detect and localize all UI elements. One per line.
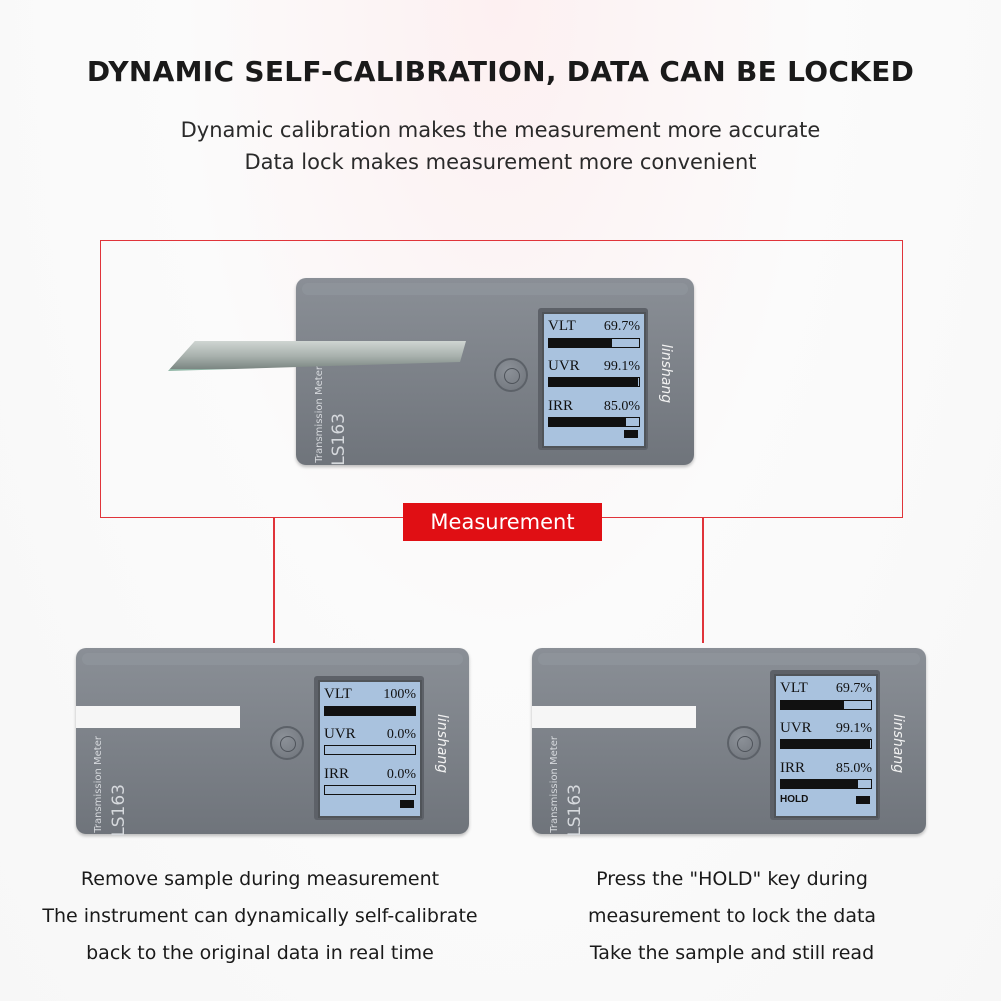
caption-left-line-2: The instrument can dynamically self-cali… (42, 905, 478, 927)
lcd-value-irr: 85.0% (603, 399, 640, 414)
device-type-label: Transmission Meter (93, 736, 104, 833)
lcd-label-uvr: UVR (780, 720, 812, 736)
lcd-bar-uvr (548, 377, 640, 387)
lcd-screen-right: VLT 69.7% UVR 99.1% IRR 85.0% HOLD (774, 674, 878, 818)
lcd-label-irr: IRR (780, 760, 806, 776)
device-type-label: Transmission Meter (549, 736, 560, 833)
battery-icon (400, 800, 414, 808)
caption-right: Press the "HOLD" key during measurement … (482, 861, 982, 972)
lcd-label-uvr: UVR (324, 726, 356, 742)
battery-icon (856, 796, 870, 804)
lcd-value-vlt: 100% (383, 687, 416, 702)
brand-logo: linshang (434, 714, 450, 774)
lcd-bar-irr (780, 779, 872, 789)
subtitle-line-2: Data lock makes measurement more conveni… (244, 150, 757, 174)
measurement-badge: Measurement (403, 503, 602, 541)
caption-right-line-2: measurement to lock the data (587, 905, 877, 927)
lcd-value-irr: 0.0% (386, 767, 416, 782)
brand-logo: linshang (890, 714, 906, 774)
lcd-label-vlt: VLT (548, 318, 576, 334)
sample-slot (532, 706, 696, 728)
caption-left-line-3: back to the original data in real time (86, 942, 434, 964)
lcd-label-vlt: VLT (324, 686, 352, 702)
lcd-bar-irr (548, 417, 640, 427)
device-model-label: LS163 (329, 413, 349, 466)
device-edge (82, 653, 463, 665)
lcd-value-vlt: 69.7% (835, 681, 872, 696)
lcd-bar-irr (324, 785, 416, 795)
lcd-value-irr: 85.0% (835, 761, 872, 776)
connector-right (702, 518, 704, 643)
hold-key-button[interactable] (727, 726, 761, 760)
lcd-bar-vlt (324, 706, 416, 716)
lcd-bar-uvr (780, 739, 872, 749)
lcd-label-irr: IRR (324, 766, 350, 782)
device-edge (538, 653, 920, 665)
caption-left-line-1: Remove sample during measurement (80, 868, 440, 890)
brand-logo: linshang (658, 344, 674, 404)
lcd-label-uvr: UVR (548, 358, 580, 374)
device-edge (302, 283, 688, 295)
glass-sample (168, 341, 466, 371)
device-type-label: Transmission Meter (314, 366, 325, 463)
device-right: LS163 Transmission Meter VLT 69.7% UVR 9… (532, 648, 926, 837)
caption-left: Remove sample during measurement The ins… (10, 861, 510, 972)
lcd-value-uvr: 99.1% (603, 359, 640, 374)
lcd-bar-uvr (324, 745, 416, 755)
page-title: DYNAMIC SELF-CALIBRATION, DATA CAN BE LO… (86, 55, 915, 88)
lcd-screen-top: VLT 69.7% UVR 99.1% IRR 85.0% (542, 312, 646, 448)
hold-key-button[interactable] (270, 726, 304, 760)
lcd-bar-vlt (780, 700, 872, 710)
device-top: LS163 Transmission Meter VLT 69.7% UVR 9… (296, 278, 694, 466)
device-left: LS163 Transmission Meter VLT 100% UVR 0.… (76, 648, 469, 837)
lcd-screen-left: VLT 100% UVR 0.0% IRR 0.0% (318, 680, 422, 818)
lcd-bar-vlt (548, 338, 640, 348)
device-model-label: LS163 (565, 784, 585, 837)
caption-right-line-1: Press the "HOLD" key during (596, 868, 868, 890)
connector-left (273, 518, 275, 643)
device-model-label: LS163 (109, 784, 129, 837)
sample-slot (76, 706, 240, 728)
caption-right-line-3: Take the sample and still read (589, 942, 875, 964)
lcd-value-vlt: 69.7% (603, 319, 640, 334)
lcd-value-uvr: 99.1% (835, 721, 872, 736)
lcd-label-irr: IRR (548, 398, 574, 414)
hold-key-button[interactable] (494, 358, 528, 392)
lcd-label-vlt: VLT (780, 680, 808, 696)
lcd-value-uvr: 0.0% (386, 727, 416, 742)
hold-indicator: HOLD (780, 794, 809, 805)
subtitle-line-1: Dynamic calibration makes the measuremen… (180, 118, 821, 142)
battery-icon (624, 430, 638, 438)
